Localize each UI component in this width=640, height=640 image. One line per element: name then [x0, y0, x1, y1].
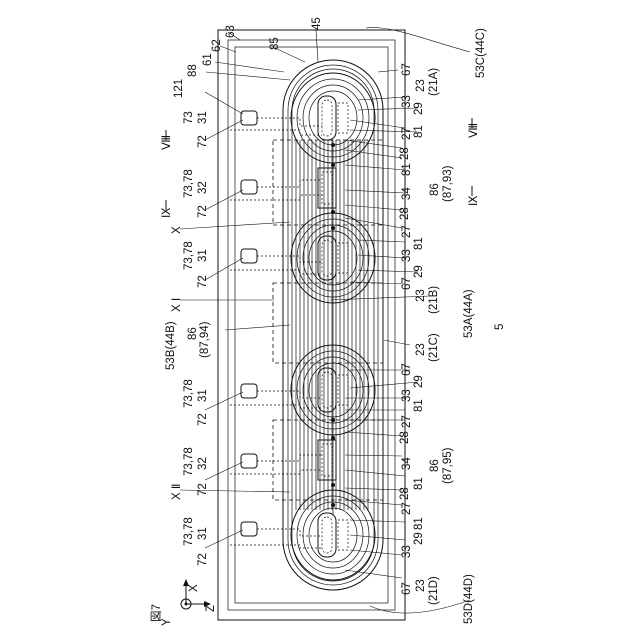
- label-27-a: 27: [401, 127, 413, 140]
- label-72-a: 72: [197, 135, 209, 148]
- label-27-b: 27: [401, 225, 413, 238]
- label-88: 88: [187, 64, 199, 77]
- axis-x-label: X: [188, 584, 200, 592]
- label-27-d: 27: [401, 502, 413, 515]
- label-72-c: 72: [197, 275, 209, 288]
- label-81-e: 81: [413, 477, 425, 490]
- label-86-a: 86: [429, 183, 441, 196]
- label-67-c: 67: [401, 363, 413, 376]
- label-73-a: 73: [183, 111, 195, 124]
- label-29-c: 29: [413, 375, 425, 388]
- label-63: 63: [225, 25, 237, 38]
- section-x: X: [171, 226, 183, 234]
- section-ix-left: Ⅸ: [161, 207, 173, 218]
- axis-y-label: Y: [161, 618, 173, 626]
- label-31-b: 31: [197, 249, 209, 262]
- label-73-78-c: 73,78: [183, 379, 195, 408]
- label-31-d: 31: [197, 527, 209, 540]
- label-53a: 53A(44A): [463, 289, 475, 338]
- labels-right-bottom: 23 (21C) 67 29 33 81 27 28 34 86 (87,95)…: [399, 333, 475, 624]
- label-27-c: 27: [401, 415, 413, 428]
- label-21d: (21D): [428, 576, 440, 605]
- label-72-e: 72: [197, 483, 209, 496]
- label-73-78-b: 73,78: [183, 241, 195, 270]
- label-67-a: 67: [401, 63, 413, 76]
- label-73-78-d: 73,78: [183, 447, 195, 476]
- label-23-c: 23: [415, 343, 427, 356]
- label-23-a: 23: [415, 79, 427, 92]
- label-34-b: 34: [401, 457, 413, 470]
- label-28-a: 28: [399, 147, 411, 160]
- label-53c: 53C(44C): [475, 28, 487, 78]
- label-72-b: 72: [197, 205, 209, 218]
- label-32-a: 32: [197, 181, 209, 194]
- label-73-78-a: 73,78: [183, 169, 195, 198]
- label-61: 61: [202, 53, 214, 66]
- label-72-f: 72: [197, 553, 209, 566]
- label-31-a: 31: [197, 111, 209, 124]
- section-xii: X Ⅱ: [171, 483, 183, 500]
- section-ix-right: Ⅸ: [468, 195, 480, 206]
- section-viii-left: Ⅷ: [161, 135, 173, 150]
- label-81-f: 81: [413, 517, 425, 530]
- label-67-b: 67: [401, 277, 413, 290]
- label-34-a: 34: [401, 187, 413, 200]
- label-86-b-sub: (87,94): [199, 321, 211, 358]
- label-21c: (21C): [428, 333, 440, 362]
- label-29-b: 29: [413, 265, 425, 278]
- label-86-c-sub: (87,95): [442, 447, 454, 484]
- section-arrows: [166, 118, 472, 210]
- label-81-b: 81: [401, 163, 413, 176]
- label-73-78-e: 73,78: [183, 517, 195, 546]
- label-33-a: 33: [401, 95, 413, 108]
- label-45: 45: [311, 17, 323, 30]
- leader-lines: [180, 28, 470, 614]
- label-28-b: 28: [399, 207, 411, 220]
- axis-indicator: 図7 X Y Z: [150, 579, 217, 626]
- label-62: 62: [211, 39, 223, 52]
- label-72-d: 72: [197, 413, 209, 426]
- label-33-c: 33: [401, 389, 413, 402]
- left-components: [241, 111, 257, 536]
- label-21b: (21B): [428, 286, 440, 314]
- label-121: 121: [173, 79, 185, 98]
- label-86-c: 86: [429, 459, 441, 472]
- label-23-d: 23: [415, 579, 427, 592]
- labels-right-top: 53C(44C) 67 23 (21A) 33 29 27 81 28 81 8…: [399, 28, 506, 338]
- axis-z-label: Z: [205, 605, 217, 612]
- label-32-b: 32: [197, 457, 209, 470]
- labels-top-left: 63 62 61 88 85 45 121: [173, 17, 323, 98]
- label-29-d: 29: [413, 532, 425, 545]
- label-81-d: 81: [413, 399, 425, 412]
- label-86-b: 86: [187, 327, 199, 340]
- label-53b: 53B(44B): [165, 321, 177, 370]
- label-33-d: 33: [401, 545, 413, 558]
- outer-frame: [218, 30, 405, 620]
- label-53d: 53D(44D): [463, 574, 475, 624]
- label-67-d: 67: [401, 582, 413, 595]
- label-23-b: 23: [415, 289, 427, 302]
- label-31-c: 31: [197, 389, 209, 402]
- label-28-c: 28: [399, 431, 411, 444]
- label-29-a: 29: [413, 102, 425, 115]
- label-28-d: 28: [399, 487, 411, 500]
- label-81-a: 81: [413, 125, 425, 138]
- section-xi: X Ⅰ: [171, 298, 183, 312]
- label-86-a-sub: (87,93): [442, 165, 454, 202]
- label-fig-number: 5: [494, 324, 506, 330]
- center-bus: [331, 140, 335, 515]
- label-85: 85: [269, 37, 281, 50]
- section-viii-right: Ⅷ: [468, 123, 480, 138]
- label-81-c: 81: [413, 237, 425, 250]
- label-21a: (21A): [428, 68, 440, 96]
- label-33-b: 33: [401, 249, 413, 262]
